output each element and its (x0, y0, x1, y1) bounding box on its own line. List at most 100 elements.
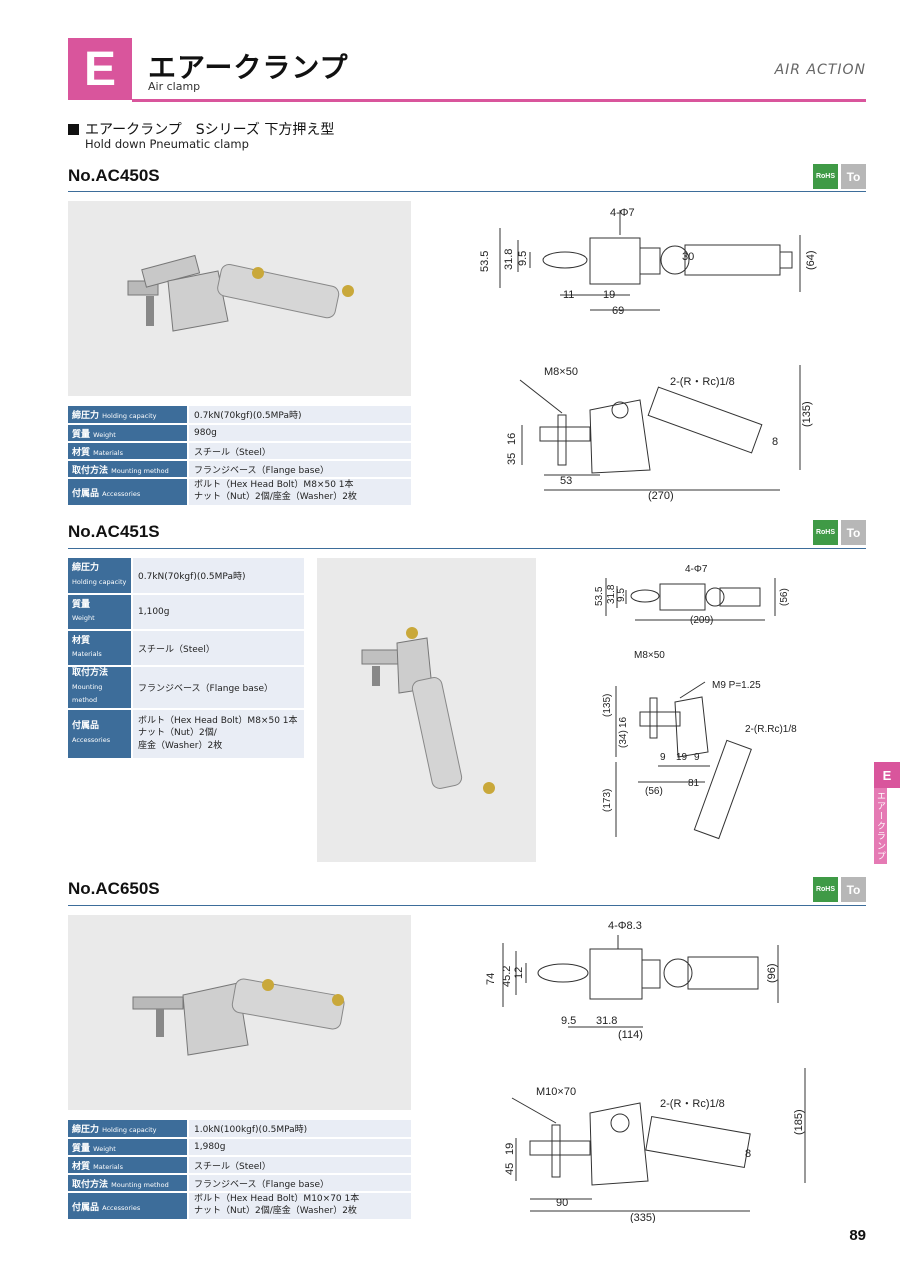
svg-text:(56): (56) (645, 786, 663, 797)
rohs-icon: RoHS (813, 520, 838, 545)
drawing-side-ac451s: M8×50 M9 P=1.25 2-(R.Rc)1/8 (135) 16 (34… (590, 642, 805, 857)
series-subtitle: Hold down Pneumatic clamp (85, 137, 249, 151)
svg-text:8: 8 (772, 436, 778, 448)
spec-value: ボルト（Hex Head Bolt）M8×50 1本ナット（Nut）2個/座金（… (188, 478, 411, 507)
spec-label: 取付方法 Mounting method (68, 460, 189, 479)
model-title-ac650s: No.AC650S (68, 879, 160, 898)
spec-value: ボルト（Hex Head Bolt）M8×50 1本ナット（Nut）2個/座金（… (132, 708, 304, 760)
svg-text:(335): (335) (630, 1212, 656, 1223)
svg-text:9: 9 (694, 752, 700, 763)
svg-text:2-(R.Rc)1/8: 2-(R.Rc)1/8 (745, 724, 797, 735)
tio-icon: To (841, 520, 866, 545)
page-number: 89 (849, 1227, 866, 1244)
spec-value: 1.0kN(100kgf)(0.5MPa時) (188, 1120, 411, 1139)
spec-value: 1,980g (188, 1138, 411, 1157)
side-tab-letter: E (874, 762, 900, 788)
svg-text:19: 19 (603, 289, 615, 301)
spec-label: 取付方法 Mounting method (68, 1174, 189, 1193)
spec-value: フランジベース（Flange base） (132, 666, 304, 710)
spec-value: スチール（Steel） (188, 442, 411, 461)
side-tab-label: エアークランプ (874, 788, 887, 864)
svg-text:90: 90 (556, 1197, 568, 1209)
spec-value: フランジベース（Flange base） (188, 1174, 411, 1193)
product-photo-ac650s (68, 915, 411, 1110)
svg-text:(135): (135) (602, 694, 613, 717)
svg-text:45: 45 (504, 1163, 516, 1175)
drawing-top-ac450s: 4-Φ7 53.5 31.8 9.5 (64) 11 19 69 30 (470, 200, 830, 325)
svg-text:(270): (270) (648, 490, 674, 502)
category-label: AIR ACTION (774, 62, 866, 78)
svg-text:2-(R・Rc)1/8: 2-(R・Rc)1/8 (670, 376, 735, 388)
spec-label: 材質 Materials (68, 442, 189, 461)
svg-text:M9 P=1.25: M9 P=1.25 (712, 680, 761, 691)
svg-text:53.5: 53.5 (479, 251, 491, 272)
spec-value: 0.7kN(70kgf)(0.5MPa時) (132, 558, 304, 595)
model-rule (68, 905, 866, 906)
spec-value: 980g (188, 424, 411, 443)
svg-text:35: 35 (506, 453, 518, 465)
section-side-tab: E エアークランプ (874, 762, 900, 864)
model-rule (68, 191, 866, 192)
rohs-icon: RoHS (813, 877, 838, 902)
svg-text:31.8: 31.8 (606, 584, 617, 604)
page-subtitle: Air clamp (148, 80, 201, 93)
svg-text:(209): (209) (690, 615, 713, 626)
svg-text:(64): (64) (805, 250, 817, 270)
svg-text:M10×70: M10×70 (536, 1086, 576, 1098)
product-photo-ac450s (68, 201, 411, 396)
svg-text:(185): (185) (793, 1109, 805, 1135)
svg-text:31.8: 31.8 (596, 1015, 617, 1027)
tio-icon: To (841, 164, 866, 189)
model-title-ac450s: No.AC450S (68, 166, 160, 185)
drawing-side-ac450s: M8×50 2-(R・Rc)1/8 16 35 (135) 53 (270) 8 (500, 355, 820, 505)
spec-value: ボルト（Hex Head Bolt）M10×70 1本ナット（Nut）2個/座金… (188, 1192, 411, 1221)
spec-label: 材質 Materials (68, 1156, 189, 1175)
cert-badges: RoHS To (813, 520, 866, 545)
spec-value: スチール（Steel） (132, 630, 304, 667)
svg-text:9.5: 9.5 (561, 1015, 576, 1027)
svg-text:(96): (96) (766, 963, 778, 983)
drawing-top-ac650s: 4-Φ8.3 74 45.2 12 (96) 9.5 31.8 (114) (478, 915, 808, 1045)
section-badge: E (68, 38, 132, 100)
spec-value: 0.7kN(70kgf)(0.5MPa時) (188, 406, 411, 425)
svg-text:69: 69 (612, 305, 624, 317)
series-title: エアークランプ Sシリーズ 下方押え型 (68, 119, 334, 139)
svg-text:30: 30 (682, 251, 694, 263)
dim-holes: 4-Φ7 (610, 207, 635, 219)
model-title-ac451s: No.AC451S (68, 522, 160, 541)
spec-value: スチール（Steel） (188, 1156, 411, 1175)
svg-text:(173): (173) (602, 789, 613, 812)
svg-text:31.8: 31.8 (503, 249, 515, 270)
svg-text:74: 74 (485, 973, 497, 985)
drawing-side-ac650s: M10×70 2-(R・Rc)1/8 19 45 (185) 90 (335) … (500, 1063, 820, 1223)
svg-text:19: 19 (676, 752, 688, 763)
spec-label: 締圧力 Holding capacity (68, 1120, 189, 1139)
svg-text:9.5: 9.5 (616, 588, 627, 602)
model-rule (68, 548, 866, 549)
spec-label: 付属品 Accessories (68, 478, 189, 507)
svg-text:8: 8 (745, 1148, 751, 1160)
svg-text:(114): (114) (618, 1029, 643, 1041)
svg-text:(34): (34) (618, 730, 629, 748)
svg-text:(135): (135) (801, 401, 813, 427)
square-icon (68, 124, 79, 135)
drawing-top-ac451s: 4-Φ7 53.5 31.8 9.5 (56) (209) (590, 560, 800, 630)
svg-text:9.5: 9.5 (517, 251, 529, 266)
spec-label: 付属品 Accessories (68, 1192, 189, 1221)
svg-text:(56): (56) (779, 588, 790, 606)
cert-badges: RoHS To (813, 164, 866, 189)
product-photo-ac451s (317, 558, 536, 862)
svg-text:2-(R・Rc)1/8: 2-(R・Rc)1/8 (660, 1098, 725, 1110)
svg-text:11: 11 (563, 289, 574, 301)
svg-text:12: 12 (513, 967, 525, 979)
cert-badges: RoHS To (813, 877, 866, 902)
svg-text:4-Φ7: 4-Φ7 (685, 564, 708, 575)
spec-label: 締圧力 Holding capacity (68, 406, 189, 425)
